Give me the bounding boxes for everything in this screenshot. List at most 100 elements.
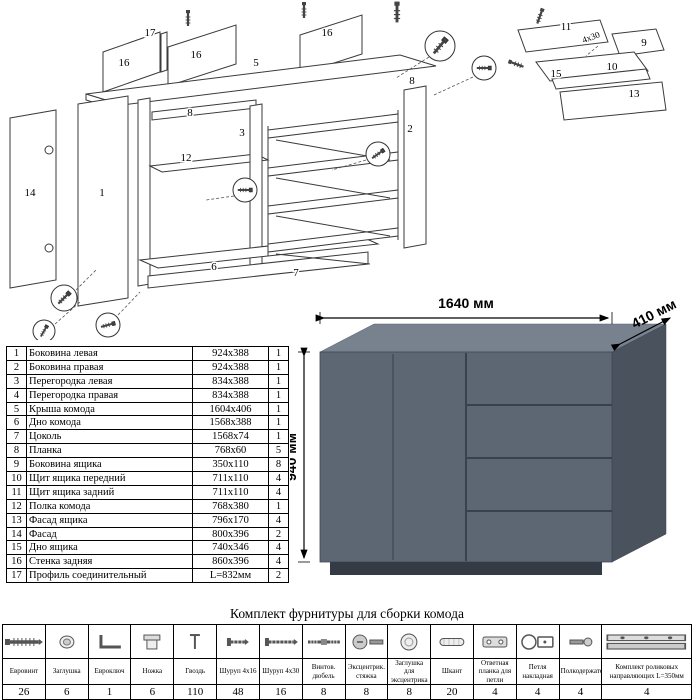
assembled-dresser-view: 1640 мм 410 мм 940 мм bbox=[290, 295, 679, 575]
drawer-front-shield bbox=[551, 68, 651, 90]
facade-door bbox=[9, 109, 57, 289]
diagram-part-label: 5 bbox=[253, 57, 259, 69]
hinge-icon bbox=[515, 624, 560, 659]
part-qty: 1 bbox=[268, 346, 289, 361]
part-size: 711x110 bbox=[192, 484, 269, 500]
part-size: 800x396 bbox=[192, 526, 269, 542]
diagram-part-label: 12 bbox=[181, 152, 192, 164]
hardware-name: Заглушка bbox=[44, 658, 89, 685]
hardware-name: Шуруп 4x30 bbox=[258, 658, 303, 685]
plug-icon bbox=[44, 624, 89, 659]
hinge-cup bbox=[44, 145, 54, 155]
part-size: 834x388 bbox=[192, 387, 269, 403]
part-num: 11 bbox=[6, 484, 27, 500]
diagram-part-label: 3 bbox=[239, 127, 245, 139]
hardware-icons-row bbox=[2, 624, 692, 659]
part-qty: 1 bbox=[268, 415, 289, 431]
diagram-part-label: 7 bbox=[293, 267, 299, 279]
hardware-qty: 4 bbox=[515, 684, 560, 700]
nail-icon bbox=[173, 624, 218, 659]
part-name: Стенка задняя bbox=[26, 554, 193, 570]
drawer-runner-stack bbox=[267, 110, 399, 265]
part-num: 8 bbox=[6, 443, 27, 459]
part-num: 5 bbox=[6, 401, 27, 417]
diagram-part-label: 2 bbox=[407, 123, 413, 135]
top-rail bbox=[151, 99, 257, 121]
part-size: 711x110 bbox=[192, 471, 269, 486]
part-size: 350x110 bbox=[192, 457, 269, 473]
dimension-annotations bbox=[298, 312, 672, 563]
part-qty: 4 bbox=[268, 554, 289, 570]
diagram-part-label: 17 bbox=[145, 27, 157, 39]
cam-cover-icon bbox=[387, 624, 432, 659]
diagram-part-label: 15 bbox=[551, 68, 563, 80]
part-num: 17 bbox=[6, 568, 27, 584]
diagram-part-label: 16 bbox=[119, 57, 131, 69]
cam-lock-icon bbox=[344, 624, 389, 659]
part-num: 4 bbox=[6, 387, 27, 403]
part-name: Фасад bbox=[26, 526, 193, 542]
hardware-qty: 1 bbox=[87, 684, 132, 700]
part-qty: 2 bbox=[268, 568, 289, 584]
hardware-name: Ответная планка для петли bbox=[472, 658, 517, 685]
hardware-name: Евровинт bbox=[2, 658, 46, 685]
part-name: Дно ящика bbox=[26, 540, 193, 556]
part-size: 1568x388 bbox=[192, 415, 269, 431]
part-qty: 8 bbox=[268, 457, 289, 473]
part-size: 768x60 bbox=[192, 443, 269, 459]
part-name: Перегородка левая bbox=[26, 373, 193, 389]
hex-key-icon bbox=[87, 624, 132, 659]
diagram-part-label: 6 bbox=[211, 261, 217, 273]
part-qty: 4 bbox=[268, 471, 289, 486]
part-num: 2 bbox=[6, 359, 27, 375]
dresser-plinth bbox=[330, 562, 602, 575]
back-slat bbox=[102, 31, 161, 93]
diagram-part-label: 14 bbox=[25, 187, 37, 199]
part-size: 834x388 bbox=[192, 373, 269, 389]
cabinet-panels bbox=[9, 14, 437, 307]
hardware-name: Гвоздь bbox=[173, 658, 218, 685]
dresser-right-side bbox=[611, 323, 667, 563]
hardware-name: Комплект роликовых направляющих L=350мм bbox=[601, 658, 692, 685]
part-name: Крыша комода bbox=[26, 401, 193, 417]
part-qty: 1 bbox=[268, 498, 289, 514]
diagram-part-label: 8 bbox=[409, 75, 415, 87]
part-size: 1568x74 bbox=[192, 429, 269, 445]
hardware-qty: 110 bbox=[173, 684, 218, 700]
hardware-name: Эксцентрик. стяжка bbox=[344, 658, 389, 685]
diagram-part-label: 13 bbox=[629, 88, 641, 100]
part-size: 924x388 bbox=[192, 359, 269, 375]
slides-icon bbox=[601, 624, 692, 659]
hardware-qty: 6 bbox=[44, 684, 89, 700]
diagram-part-label: 10 bbox=[607, 61, 619, 73]
hardware-name: Евроключ bbox=[87, 658, 132, 685]
part-num: 6 bbox=[6, 415, 27, 431]
hardware-name: Винтов. дюбель bbox=[301, 658, 346, 685]
diagram-part-label: 11 bbox=[561, 21, 572, 33]
back-slat bbox=[167, 24, 237, 87]
hardware-name: Шкант bbox=[430, 658, 474, 685]
hardware-qty: 4 bbox=[601, 684, 692, 700]
dowel-screw-icon bbox=[301, 624, 346, 659]
part-num: 7 bbox=[6, 429, 27, 445]
shelf-pin-icon bbox=[558, 624, 603, 659]
hardware-qty: 16 bbox=[258, 684, 303, 700]
hardware-kit-title: Комплект фурнитуры для сборки комода bbox=[229, 606, 464, 621]
height-dimension-label: 940 мм bbox=[290, 433, 299, 481]
part-qty: 1 bbox=[268, 373, 289, 389]
left-side-panel bbox=[77, 95, 129, 307]
diagram-part-label: 16 bbox=[322, 27, 334, 39]
part-num: 15 bbox=[6, 540, 27, 556]
part-size: 924x388 bbox=[192, 346, 269, 361]
diagram-part-label: 9 bbox=[641, 37, 647, 49]
hardware-qty: 8 bbox=[387, 684, 432, 700]
